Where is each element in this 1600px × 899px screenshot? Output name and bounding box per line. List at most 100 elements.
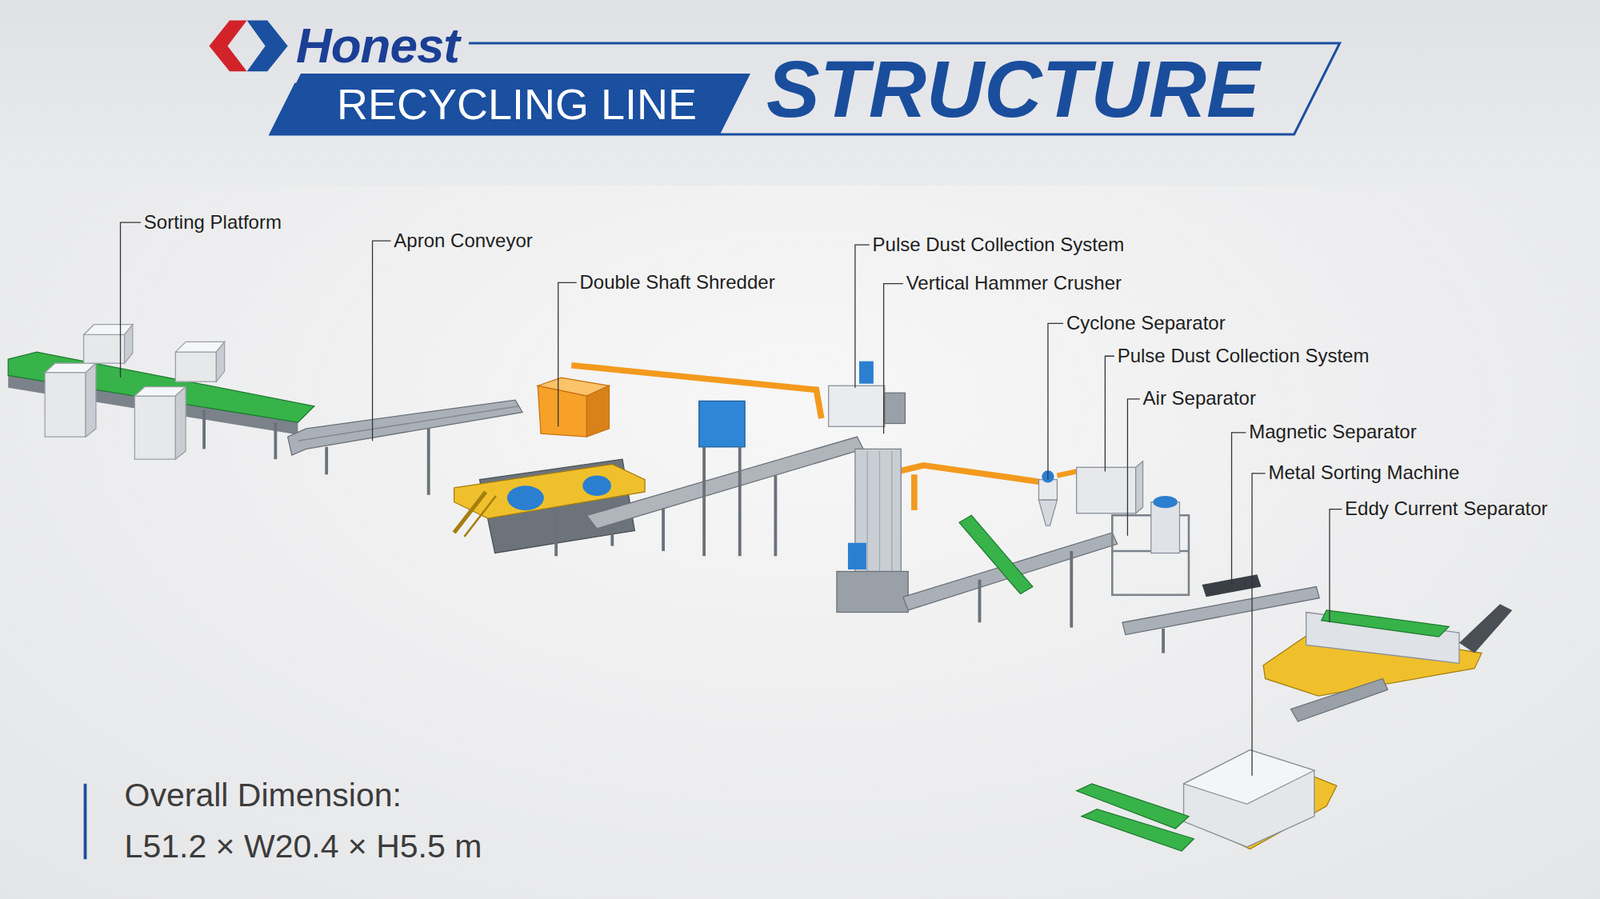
- banner-text: RECYCLING LINE: [336, 82, 697, 126]
- pulse-dust-collector: [859, 361, 874, 384]
- sorting-platform: [124, 324, 133, 364]
- double-shaft-shredder: [464, 496, 496, 537]
- magnetic-conveyor: [1161, 628, 1165, 654]
- logo-icon: [208, 20, 247, 72]
- callout-label: Magnetic Separator: [1248, 420, 1416, 444]
- apron-conveyor: [288, 400, 523, 456]
- leader-lines: [884, 284, 904, 435]
- vertical-hammer-crusher: [836, 571, 908, 612]
- callout-label: Eddy Current Separator: [1344, 497, 1548, 521]
- leader-lines: [1252, 473, 1266, 776]
- vertical-hammer-crusher: [848, 543, 867, 570]
- double-shaft-shredder: [537, 385, 587, 437]
- sorting-platform: [175, 352, 216, 382]
- metal-sorting-machine: [1184, 750, 1315, 805]
- sorting-platform: [175, 387, 186, 460]
- air-separator: [1151, 502, 1180, 554]
- feed-bin: [699, 400, 745, 556]
- belt-conveyor: [978, 580, 982, 624]
- leader-lines: [120, 222, 1343, 776]
- vertical-hammer-crusher: [879, 451, 880, 580]
- cyclone-separator: [1038, 500, 1057, 526]
- banner-fill: [270, 73, 751, 135]
- dust-duct: [571, 365, 822, 419]
- dimension-bar: [84, 784, 88, 860]
- callout-label: Vertical Hammer Crusher: [906, 272, 1122, 296]
- magnetic-conveyor: [1122, 574, 1320, 653]
- callout-label: Metal Sorting Machine: [1268, 461, 1460, 485]
- background: [0, 0, 1600, 186]
- double-shaft-shredder: [586, 385, 609, 437]
- sorting-platform: [216, 341, 224, 382]
- belt-conveyor: [1291, 678, 1388, 722]
- belt-conveyor: [773, 476, 777, 557]
- double-shaft-shredder: [554, 510, 558, 556]
- double-shaft-shredder: [507, 485, 544, 511]
- air-separator: [1152, 496, 1178, 508]
- air-separator: [1112, 496, 1189, 596]
- dimension-bar: [84, 784, 88, 860]
- callout-label: Pulse Dust Collection System: [1117, 344, 1370, 368]
- leader-lines: [1104, 356, 1114, 472]
- callout-label: Apron Conveyor: [393, 229, 532, 253]
- band-border: [270, 43, 1340, 135]
- dimension-text: Overall Dimension:: [124, 776, 402, 816]
- dust-duct: [911, 474, 918, 511]
- callout-label: Double Shaft Shredder: [579, 271, 775, 295]
- apron-conveyor: [427, 428, 431, 496]
- leader-lines: [1329, 509, 1342, 624]
- belt-conveyor: [661, 508, 665, 552]
- double-shaft-shredder: [582, 476, 612, 497]
- feed-bin: [702, 447, 706, 557]
- sorting-platform: [84, 334, 125, 364]
- feed-bin: [699, 400, 745, 447]
- callout-label: Sorting Platform: [144, 211, 282, 235]
- belt-conveyor: [586, 436, 864, 529]
- leader-lines: [372, 240, 392, 441]
- metal-sorting-machine: [1076, 750, 1337, 852]
- apron-conveyor: [324, 447, 328, 475]
- leader-lines: [1232, 432, 1247, 584]
- eddy-current-separator: [1263, 604, 1512, 696]
- leader-lines: [855, 244, 870, 388]
- title-banner: RECYCLING LINE: [270, 73, 751, 135]
- vertical-hammer-crusher: [891, 451, 892, 580]
- eddy-current-separator: [1459, 604, 1512, 653]
- sorting-platform: [44, 372, 86, 437]
- dust-duct: [1056, 471, 1076, 476]
- logo-icon: [208, 20, 288, 72]
- double-shaft-shredder: [454, 492, 487, 533]
- title-band: STRUCTURE RECYCLING LINE: [270, 43, 1340, 135]
- logo-text: Honest: [296, 20, 460, 71]
- apron-conveyor: [297, 406, 519, 441]
- leader-lines: [558, 282, 577, 427]
- double-shaft-shredder: [454, 377, 646, 556]
- pulse-dust-collector: [828, 361, 906, 428]
- dust-duct: [571, 365, 1076, 511]
- belt-conveyor: [1069, 551, 1073, 628]
- eddy-current-separator: [1321, 610, 1449, 637]
- feed-bin: [738, 447, 742, 557]
- sorting-platform: [8, 324, 315, 460]
- pulse-dust-collector: [828, 385, 885, 427]
- metal-sorting-machine: [1081, 809, 1194, 852]
- logo-icon: [247, 20, 288, 72]
- pulse-dust-collector: [1076, 467, 1136, 513]
- vertical-hammer-crusher: [867, 451, 868, 580]
- dimension-text: L51.2 × W20.4 × H5.5 m: [124, 827, 483, 867]
- callout-label: Cyclone Separator: [1066, 312, 1226, 336]
- sorting-platform: [273, 422, 277, 460]
- leader-lines: [1127, 399, 1140, 536]
- callout-label: Pulse Dust Collection System: [872, 233, 1125, 257]
- vertical-hammer-crusher: [836, 448, 908, 612]
- leader-lines: [120, 222, 142, 378]
- callout-label: Air Separator: [1143, 387, 1256, 411]
- dust-duct: [897, 465, 1039, 482]
- sorting-platform: [134, 396, 176, 460]
- title-text: STRUCTURE: [766, 48, 1260, 129]
- pulse-dust-collector: [884, 392, 906, 424]
- leader-lines: [1048, 323, 1064, 480]
